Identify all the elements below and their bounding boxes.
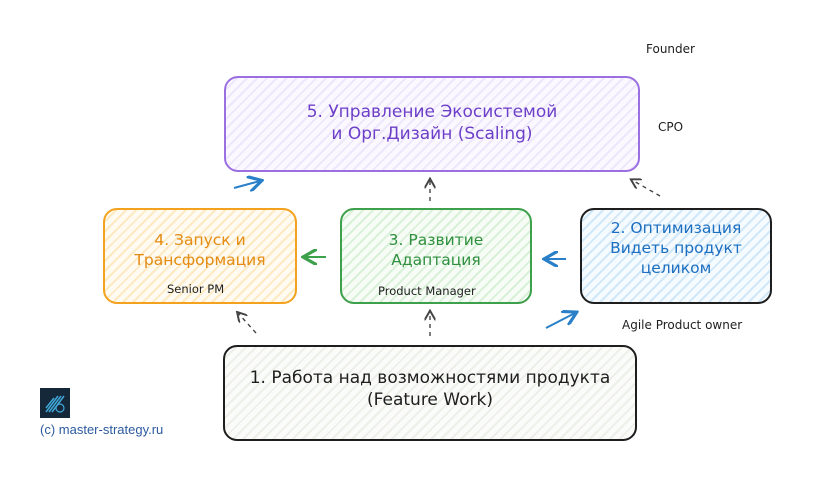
node-launch-role: Senior PM	[167, 282, 225, 296]
node-feature: 1. Работа над возможностями продукта (Fe…	[223, 345, 637, 441]
node-development-line2: Адаптация	[391, 251, 481, 270]
node-feature-line2: (Feature Work)	[367, 390, 493, 411]
node-optimization-line1: 2. Оптимизация	[610, 219, 742, 237]
node-launch-line2: Трансформация	[134, 251, 266, 270]
node-scaling-line1: 5. Управление Экосистемой	[306, 102, 558, 122]
arrow-feature-to-optimization	[545, 313, 575, 329]
node-scaling-line2: и Орг.Дизайн (Scaling)	[331, 124, 533, 145]
role-cpo: CPO	[658, 120, 684, 134]
brand-logo-icon	[40, 388, 70, 418]
node-scaling-title: 5. Управление Экосистемой и Орг.Дизайн (…	[226, 101, 638, 145]
role-founder: Founder	[646, 42, 695, 56]
node-optimization: 2. Оптимизация Видеть продукт целиком	[580, 208, 772, 304]
arrow-optimization-to-scaling	[632, 180, 661, 197]
arrow-feature-to-launch	[238, 313, 257, 334]
node-feature-line1: 1. Работа над возможностями продукта	[249, 368, 611, 388]
node-scaling: 5. Управление Экосистемой и Орг.Дизайн (…	[224, 76, 640, 172]
node-development-role: Product Manager	[378, 284, 476, 298]
arrow-launch-to-scaling	[233, 181, 260, 188]
node-launch: 4. Запуск и Трансформация Senior PM	[103, 208, 297, 304]
node-optimization-line2: Видеть продукт	[610, 239, 742, 258]
node-feature-title: 1. Работа над возможностями продукта (Fe…	[225, 367, 635, 411]
node-optimization-line3: целиком	[640, 259, 712, 278]
node-development-title: 3. Развитие Адаптация	[342, 230, 530, 270]
footer-credit: (c) master-strategy.ru	[40, 422, 164, 437]
node-optimization-title: 2. Оптимизация Видеть продукт целиком	[582, 218, 770, 278]
node-launch-title: 4. Запуск и Трансформация	[105, 230, 295, 270]
role-agile-owner: Agile Product owner	[622, 318, 743, 332]
node-development: 3. Развитие Адаптация Product Manager	[340, 208, 532, 304]
node-development-line1: 3. Развитие	[388, 231, 484, 249]
node-launch-line1: 4. Запуск и	[154, 231, 246, 249]
